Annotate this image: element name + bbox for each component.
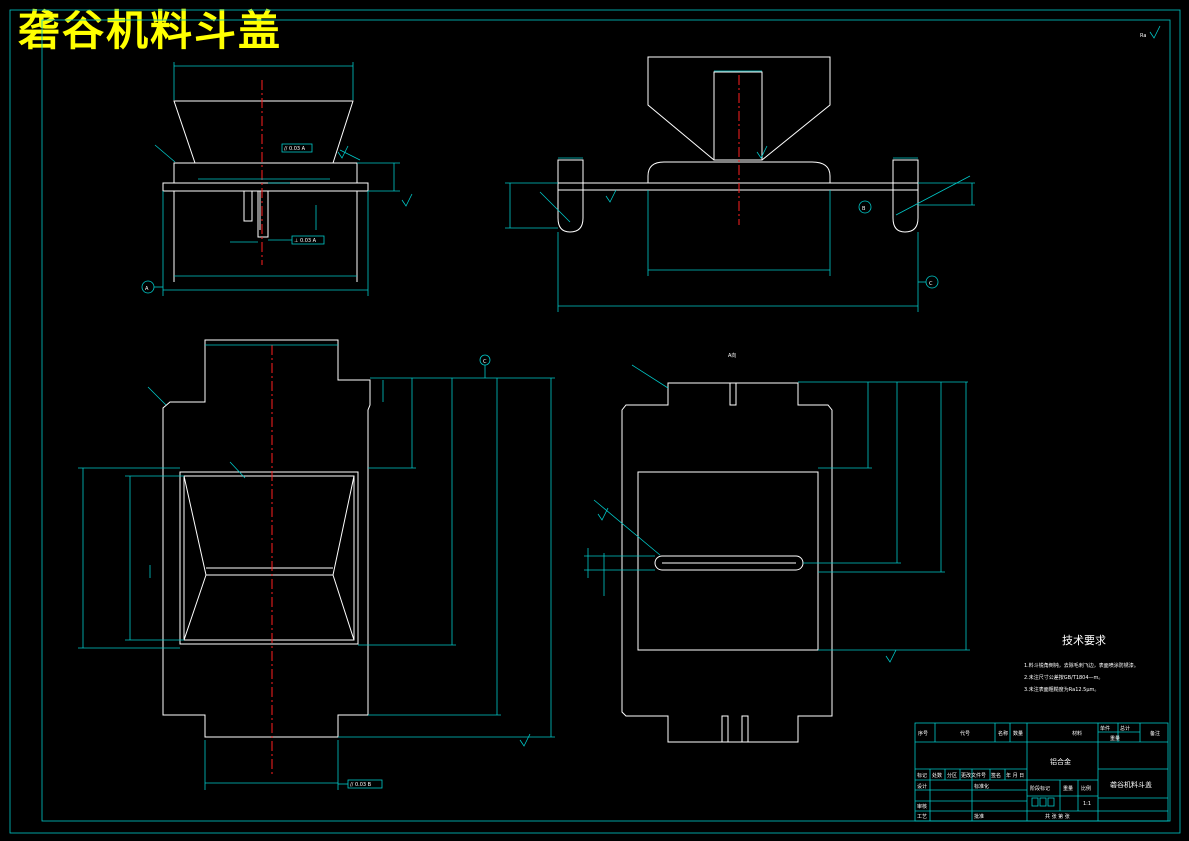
tb-remark: 备注 [1150, 730, 1160, 737]
tb-weight: 重量 [1063, 785, 1073, 792]
tb-rev-mark: 标记 [917, 772, 927, 779]
tb-scale-label: 比例 [1081, 785, 1091, 792]
inner-border [41, 19, 1171, 822]
datum-a: A [145, 286, 149, 292]
tb-stage: 阶段标记 [1030, 785, 1050, 792]
note-1: 1.料斗锐角倒钝，去除毛刺飞边，表面喷涂防锈漆。 [1024, 662, 1139, 669]
tb-scale: 1:1 [1083, 801, 1091, 807]
note-3: 3.未注表面粗糙度为Ra12.5μm。 [1024, 686, 1099, 693]
technical-notes: 技术要求 1.料斗锐角倒钝，去除毛刺飞边，表面喷涂防锈漆。 2.未注尺寸公差按G… [1024, 634, 1139, 693]
direction-label: A向 [728, 352, 736, 359]
tolerance-parallel-1: // 0.03 A [284, 146, 306, 152]
tb-qty: 数量 [1013, 730, 1023, 737]
title-block: 序号 代号 名称 数量 材料 单件 总计 备注 重量 铝合金 砻谷机料斗盖 标记… [914, 722, 1169, 822]
tb-rev-doc: 更改文件号 [961, 772, 986, 779]
tolerance-perp: ⊥ 0.03 A [294, 238, 317, 244]
svg-text:Ra: Ra [1140, 33, 1146, 39]
side-view: B C [505, 56, 975, 312]
tb-rev-count: 处数 [932, 772, 942, 779]
tb-total: 总计 [1120, 725, 1130, 732]
tb-approve: 批准 [974, 813, 984, 820]
tb-standardize: 标准化 [974, 783, 989, 790]
tb-unit: 单件 [1100, 725, 1110, 732]
notes-heading: 技术要求 [1062, 634, 1106, 647]
tb-drawing-name: 砻谷机料斗盖 [1110, 780, 1152, 789]
datum-b: B [862, 206, 866, 212]
outer-border [9, 9, 1181, 834]
roughness-symbol: Ra [1140, 25, 1161, 39]
note-2: 2.未注尺寸公差按GB/T1804—m。 [1024, 674, 1103, 681]
front-view: // 0.03 A ⊥ 0.03 A A [141, 62, 413, 296]
tb-material-col: 材料 [1072, 730, 1082, 737]
tb-name: 名称 [998, 730, 1008, 737]
tb-design: 设计 [917, 783, 927, 790]
tb-rev-sign: 签名 [991, 772, 1001, 779]
tb-sheets: 共 张 第 张 [1045, 813, 1070, 820]
tb-material: 铝合金 [1050, 757, 1071, 766]
tb-process: 工艺 [917, 814, 927, 820]
tolerance-parallel-2: // 0.03 B [350, 782, 372, 788]
tb-review: 审核 [917, 803, 927, 810]
tb-weight-label: 重量 [1110, 735, 1120, 742]
datum-c: C [929, 281, 933, 287]
tb-code: 代号 [960, 730, 970, 737]
datum-c-top: C [483, 359, 487, 365]
tb-seq: 序号 [918, 730, 928, 737]
page-title: 砻谷机料斗盖 [18, 6, 283, 55]
a-direction-view: A向 [584, 352, 970, 743]
tb-rev-zone: 分区 [947, 772, 957, 779]
tb-rev-date: 年 月 日 [1006, 772, 1024, 779]
top-view: C // 0.03 B [78, 339, 555, 790]
